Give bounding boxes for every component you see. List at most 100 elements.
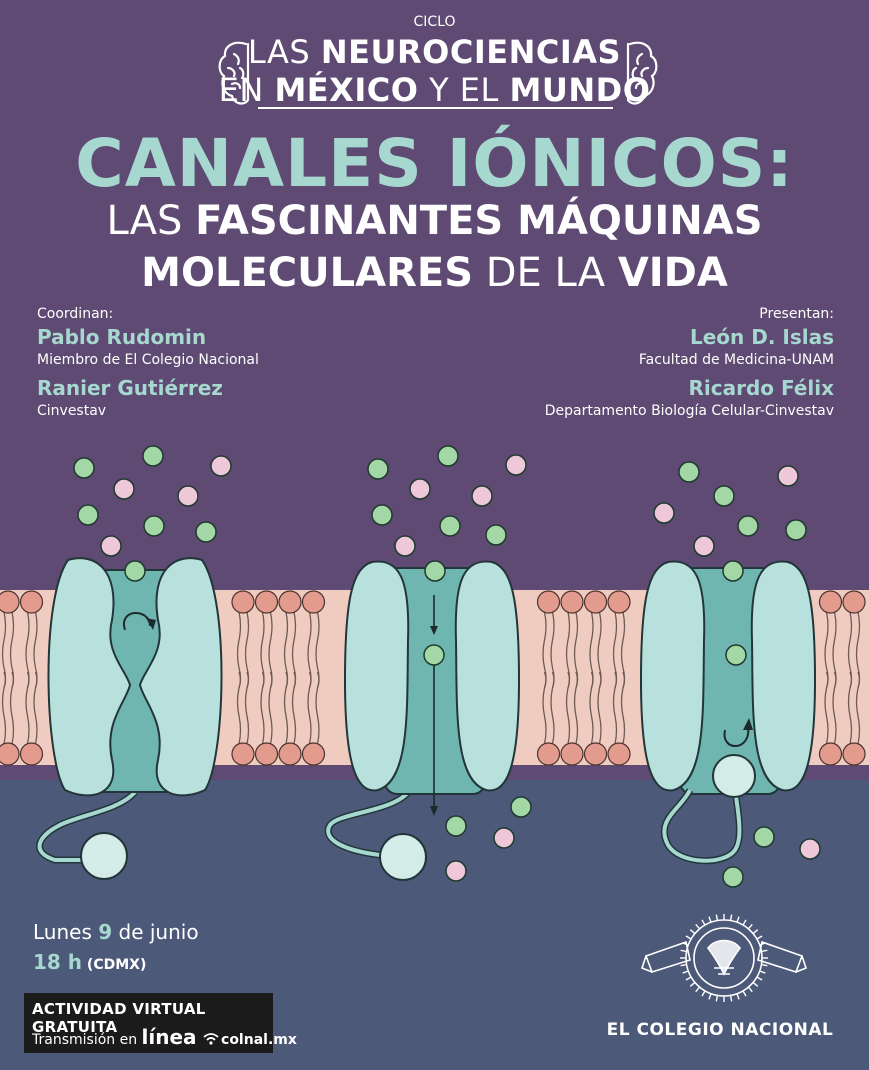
subtitle-word-moleculares: MOLECULARES (141, 250, 474, 296)
series-title-line-2: EN MÉXICO Y EL MUNDO (0, 72, 869, 108)
ion-green (785, 519, 807, 541)
ion-green (737, 515, 759, 537)
event-date: Lunes 9 de junio (33, 920, 199, 944)
lipid-tail (855, 671, 861, 745)
ion-pink (409, 478, 431, 500)
ion-pink (505, 454, 527, 476)
lipid-tail (268, 671, 273, 745)
lipid-tail (612, 671, 618, 745)
seal-ray (701, 990, 706, 997)
lipid-tail (283, 671, 289, 745)
left-brain-icon (218, 41, 250, 105)
seal-ray (682, 970, 689, 974)
event-day-number: 9 (98, 920, 113, 944)
lipid-head (254, 590, 279, 614)
ion-green (423, 644, 445, 666)
ion-pink (394, 535, 416, 557)
coordinator-affiliation: Cinvestav (37, 403, 107, 419)
subtitle-word-fascinantes: FASCINANTES MÁQUINAS (195, 198, 763, 244)
ion-green (439, 515, 461, 537)
seal-ray (708, 916, 712, 923)
seal-ray (747, 986, 753, 993)
ion-green (424, 560, 446, 582)
ion-green (367, 458, 389, 480)
seal-ray (701, 919, 706, 926)
ion-pink (493, 827, 515, 849)
channel-closed (36, 557, 223, 880)
badge-url[interactable]: colnal.mx (221, 1032, 297, 1048)
lipid-tail (565, 671, 571, 745)
ion-green (725, 644, 747, 666)
series-title-line-1: LAS NEUROCIENCIAS (0, 34, 869, 70)
ion-green (142, 445, 164, 467)
seal-ray (747, 923, 753, 930)
ion-pink (653, 502, 675, 524)
presenter-affiliation: Departamento Biología Celular-Cinvestav (544, 403, 834, 419)
ion-green (124, 560, 146, 582)
coordinator-name: Pablo Rudomin (37, 325, 207, 349)
lipid-head (278, 742, 302, 766)
channel-open (324, 560, 521, 881)
ion-pink (777, 465, 799, 487)
ion-green (485, 524, 507, 546)
lipid-head (0, 742, 20, 766)
ion-pink (445, 860, 467, 882)
coordinators-label: Coordinan: (37, 306, 114, 322)
lipid-tail (25, 671, 30, 745)
ball-domain (379, 833, 427, 881)
event-weekday: Lunes (33, 920, 99, 944)
lipid-head (231, 742, 255, 766)
series-word-las: LAS (247, 33, 321, 71)
virtual-activity-badge: ACTIVIDAD VIRTUAL GRATUITA Transmisión e… (24, 993, 297, 1053)
lipid-head (560, 742, 584, 766)
series-word-y-el: Y EL (418, 71, 510, 109)
series-word-neurociencias: NEUROCIENCIAS (320, 33, 622, 71)
lipid-head (818, 742, 843, 766)
coordinator-affiliation: Miembro de El Colegio Nacional (37, 352, 259, 368)
lipid-head (536, 590, 561, 614)
presenter-name: León D. Islas (689, 325, 834, 349)
ball-domain (80, 832, 128, 880)
ion-pink (113, 478, 135, 500)
seal-ray (695, 923, 701, 930)
lipid-tail (620, 671, 626, 745)
event-hour: 18 h (33, 950, 83, 974)
lipid-tail (573, 671, 579, 745)
lipid-tail (291, 671, 297, 745)
lipid-tail (542, 671, 547, 745)
seal-ray (695, 986, 701, 993)
right-brain-icon (626, 41, 658, 105)
ion-green (195, 521, 217, 543)
lipid-head (607, 590, 631, 614)
lipid-head (19, 590, 44, 614)
lipid-head (583, 742, 608, 766)
ion-channel-illustration (0, 445, 869, 888)
ion-green (437, 445, 459, 467)
rotation-arrow (723, 725, 750, 747)
seal-ray (685, 935, 692, 940)
ion-green (722, 866, 744, 888)
colegio-nacional-seal-icon (641, 914, 807, 1002)
seal-ray (756, 976, 763, 981)
subtitle-line-2: MOLECULARES DE LA VIDA (0, 250, 869, 296)
ion-green (510, 796, 532, 818)
lipid-head (607, 742, 631, 766)
lipid-tail (315, 671, 320, 745)
seal-ray (761, 949, 768, 953)
seal-ray (742, 990, 747, 997)
subtitle-word-de-la: DE LA (473, 250, 618, 296)
seal-ray (736, 916, 740, 923)
wifi-icon (203, 1033, 219, 1045)
lipid-head (278, 590, 302, 614)
channel-inactivated (639, 560, 817, 865)
seal-ray (759, 970, 766, 974)
lipid-tail (244, 671, 250, 745)
ion-green (753, 826, 775, 848)
lipid-tail (550, 671, 555, 745)
lipid-tail (1, 671, 7, 745)
ion-pink (100, 535, 122, 557)
series-word-en: EN (218, 71, 275, 109)
badge-title: ACTIVIDAD VIRTUAL GRATUITA (32, 1000, 206, 1036)
lipid-head (560, 590, 584, 614)
seal-ray (752, 981, 759, 987)
